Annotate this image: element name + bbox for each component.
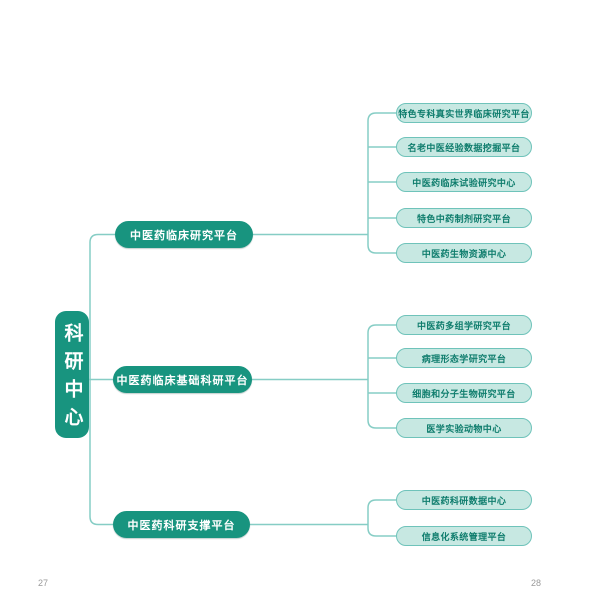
root-spine-line <box>89 233 115 526</box>
root-node-research-center: 科研中心 <box>55 311 89 438</box>
leaf-node: 医学实验动物中心 <box>396 418 532 438</box>
branch-node-clinical-basic-research-platform: 中医药临床基础科研平台 <box>113 366 252 393</box>
leaf-node: 细胞和分子生物研究平台 <box>396 383 532 403</box>
branch-node-research-support-platform: 中医药科研支撑平台 <box>113 511 250 538</box>
branch1-leaf-spine <box>367 112 396 254</box>
page-number-left: 27 <box>38 578 49 588</box>
leaf-node: 特色专科真实世界临床研究平台 <box>396 103 532 123</box>
leaf-node: 名老中医经验数据挖掘平台 <box>396 137 532 157</box>
leaf-node: 信息化系统管理平台 <box>396 526 532 546</box>
leaf-node: 中医药生物资源中心 <box>396 243 532 263</box>
branch3-leaf-spine <box>367 499 396 537</box>
branch2-leaf-spine <box>367 324 396 429</box>
leaf-node: 中医药科研数据中心 <box>396 490 532 510</box>
branch-node-clinical-research-platform: 中医药临床研究平台 <box>115 221 253 248</box>
leaf-node: 中医药多组学研究平台 <box>396 315 532 335</box>
leaf-node: 特色中药制剂研究平台 <box>396 208 532 228</box>
leaf-node: 病理形态学研究平台 <box>396 348 532 368</box>
page-number-right: 28 <box>531 578 542 588</box>
leaf-node: 中医药临床试验研究中心 <box>396 172 532 192</box>
